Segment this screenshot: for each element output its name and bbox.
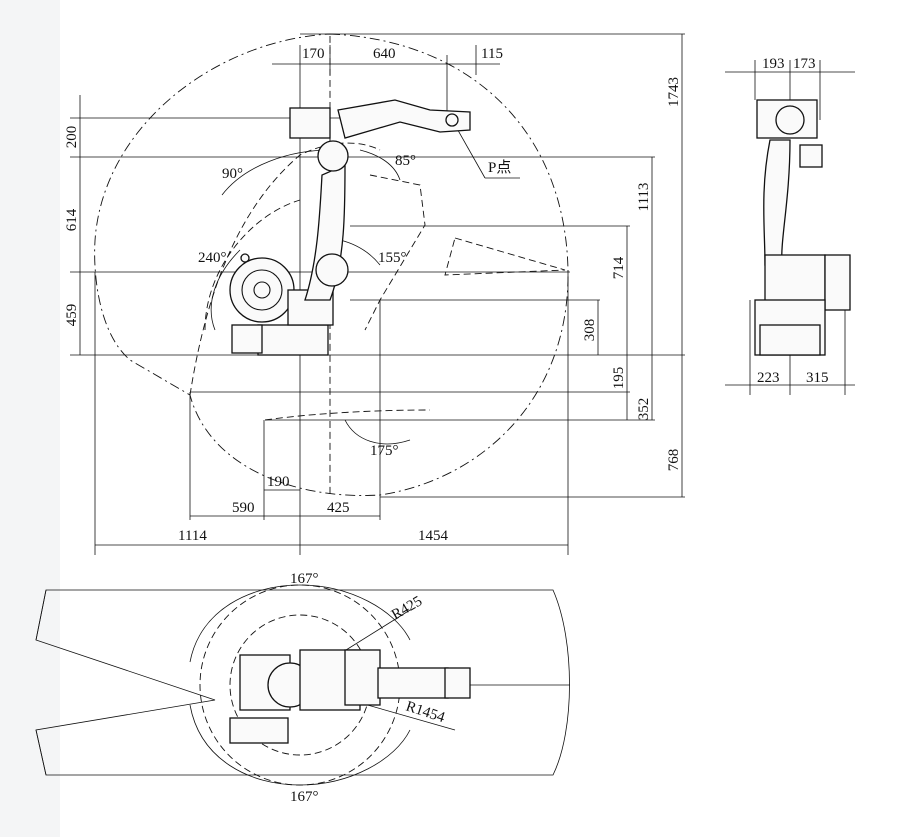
top-angle-167-lower: 167° [290, 789, 319, 805]
angle-90: 90° [222, 166, 243, 182]
robot-base-side [257, 324, 329, 356]
top-view: 167° 167° R425 R1454 [35, 571, 570, 805]
dim-1113: 1113 [636, 183, 652, 212]
top-radius-r425: R425 [389, 593, 425, 623]
dim-425: 425 [327, 500, 350, 516]
angle-155: 155° [378, 250, 407, 266]
dim-1743: 1743 [666, 77, 682, 107]
robot-side-body [229, 99, 471, 356]
front-side-motor [824, 254, 851, 311]
dim-768: 768 [666, 449, 682, 472]
top-arc-upper [189, 584, 411, 663]
lower-envelope [264, 409, 431, 421]
front-dim-223: 223 [757, 370, 780, 386]
work-envelope-outer [94, 33, 569, 496]
wrist-envelope-2 [444, 237, 566, 276]
p-point-marker [445, 113, 459, 127]
upper-joint [317, 140, 349, 172]
dim-195: 195 [611, 367, 627, 390]
front-dim-193: 193 [762, 56, 785, 72]
top-radius-r1454: R1454 [404, 699, 447, 727]
dim-352: 352 [636, 398, 652, 421]
top-reach-left-2 [35, 729, 47, 776]
top-angle-167-upper: 167° [290, 571, 319, 587]
top-forearm [377, 667, 449, 699]
dim-590: 590 [232, 500, 255, 516]
wrist-envelope-1 [364, 174, 426, 331]
p-point-leader [454, 124, 486, 179]
front-base-lower [759, 324, 821, 356]
dim-1114: 1114 [178, 528, 207, 544]
dim-115: 115 [481, 46, 503, 62]
dim-200: 200 [64, 126, 80, 149]
small-marker [240, 253, 250, 263]
side-view: 170 640 115 1743 1113 714 308 195 352 76… [64, 33, 685, 555]
forearm [337, 99, 471, 139]
j2-inner-circle [241, 269, 283, 311]
angle-175: 175° [370, 443, 399, 459]
elbow-joint-lower [315, 253, 349, 287]
j2-center-circle [253, 281, 271, 299]
dim-459: 459 [64, 304, 80, 327]
dim-640: 640 [373, 46, 396, 62]
dim-614: 614 [64, 208, 80, 231]
p-point-label: P点 [488, 159, 511, 176]
top-elbow [344, 649, 381, 706]
arc-155 [339, 239, 381, 266]
dim-170: 170 [302, 46, 325, 62]
front-upper-motor [799, 144, 823, 168]
top-wrist [444, 667, 471, 699]
front-arm [763, 139, 791, 266]
angle-85: 85° [395, 153, 416, 169]
front-dim-173: 173 [793, 56, 816, 72]
angle-240: 240° [198, 250, 227, 266]
work-envelope-inner-2 [204, 199, 301, 331]
arc-90 [221, 149, 331, 196]
arc-240 [210, 249, 241, 331]
top-arc-lower [189, 704, 411, 786]
work-envelope-inner-1 [189, 142, 381, 396]
base-motor-side [231, 324, 263, 354]
arc-85 [359, 149, 401, 181]
page-margin [0, 0, 60, 837]
front-head-joint [775, 105, 805, 135]
top-controller-box [229, 717, 289, 744]
dim-308: 308 [582, 319, 598, 342]
dim-190: 190 [267, 474, 290, 490]
j2-housing-circle [229, 257, 295, 323]
dim-714: 714 [611, 256, 627, 279]
front-view: 193 173 223 315 [725, 56, 855, 395]
dim-1454: 1454 [418, 528, 449, 544]
top-reach-left-1 [35, 589, 47, 641]
upper-motor [289, 107, 331, 139]
front-dim-315: 315 [806, 370, 829, 386]
arc-175 [344, 419, 411, 445]
